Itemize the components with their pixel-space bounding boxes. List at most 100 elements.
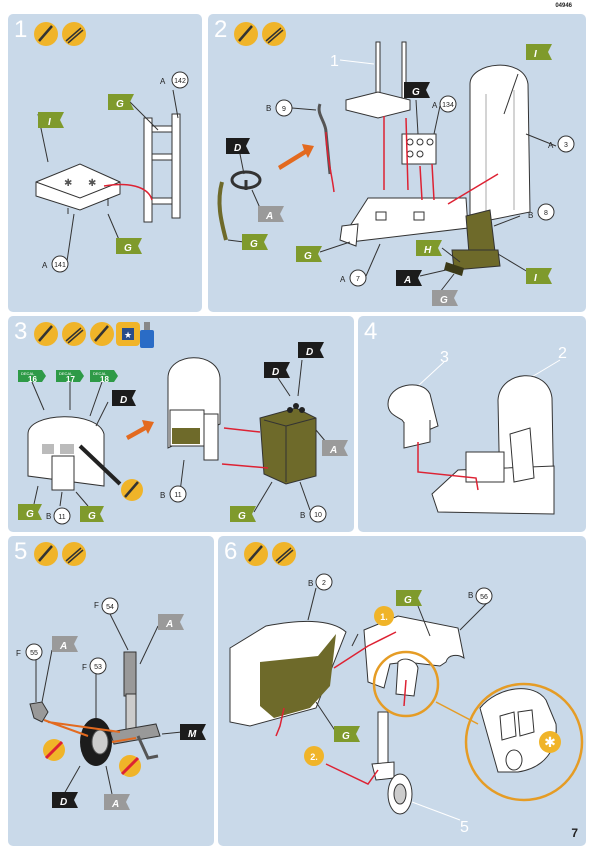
assembly-arrow xyxy=(403,679,407,707)
tweezers-icon xyxy=(62,22,86,46)
svg-text:141: 141 xyxy=(54,262,66,269)
assembly-arrow xyxy=(221,427,269,469)
tweezers-icon xyxy=(62,542,86,566)
svg-text:B: B xyxy=(468,591,473,600)
paint-brush-icon xyxy=(90,322,114,346)
assembly-arrow xyxy=(43,719,137,743)
paint-flag-G: G xyxy=(75,491,104,522)
sequence-marker-2: 2. xyxy=(304,746,324,766)
step-5-number: 5 xyxy=(14,538,28,565)
step-3-number: 3 xyxy=(14,318,28,345)
svg-text:A: A xyxy=(548,141,554,150)
cockpit-assembly xyxy=(431,375,555,515)
svg-text:G: G xyxy=(412,87,420,98)
landing-gear-assembly xyxy=(371,711,413,815)
control-stick-part: B 9 xyxy=(266,99,332,175)
svg-text:D: D xyxy=(272,367,279,378)
svg-text:53: 53 xyxy=(94,664,102,671)
step-1-number: 1 xyxy=(14,16,28,43)
ejector-pin-icon: ✱ xyxy=(539,731,561,753)
paint-flag-G: G xyxy=(108,94,159,131)
paint-flag-A: G xyxy=(432,273,458,306)
svg-text:I: I xyxy=(534,273,537,284)
svg-text:134: 134 xyxy=(442,102,454,109)
landing-gear-strut xyxy=(109,651,161,760)
paint-flag-G: G xyxy=(296,241,351,262)
paint-flag-G: G xyxy=(18,485,42,520)
paint-flag-A: A xyxy=(104,765,130,810)
svg-text:2.: 2. xyxy=(310,752,318,762)
paint-flag-D: D xyxy=(226,138,250,175)
detail-circle-large xyxy=(464,682,584,802)
assembly-arrow xyxy=(333,631,397,669)
gear-door-part xyxy=(29,701,49,723)
svg-text:18: 18 xyxy=(100,375,109,384)
svg-text:142: 142 xyxy=(174,78,186,85)
paint-flag-G: I xyxy=(497,253,552,284)
instrument-box-part xyxy=(259,403,317,485)
svg-text:G: G xyxy=(238,511,246,522)
orange-arrow-icon xyxy=(278,144,314,170)
assembly-arrow xyxy=(103,183,153,201)
svg-text:B: B xyxy=(308,579,313,588)
svg-text:17: 17 xyxy=(66,375,75,384)
svg-text:1.: 1. xyxy=(380,612,388,622)
svg-text:F: F xyxy=(94,601,99,610)
part-callout-B11: B 11 xyxy=(160,459,187,503)
svg-text:A: A xyxy=(160,77,166,86)
svg-text:B: B xyxy=(300,511,305,520)
svg-text:B: B xyxy=(528,211,533,220)
pilot-seat-part xyxy=(444,209,501,276)
paint-brush-icon xyxy=(244,542,268,566)
subassembly-label-2: 2 xyxy=(558,345,567,362)
tweezers-icon xyxy=(62,322,86,346)
svg-text:✱: ✱ xyxy=(88,178,96,189)
svg-text:✱: ✱ xyxy=(544,734,556,750)
paint-flag-M: M xyxy=(161,724,206,740)
svg-text:56: 56 xyxy=(480,594,488,601)
subassembly-label-3: 3 xyxy=(440,349,449,366)
svg-text:7: 7 xyxy=(356,276,360,283)
fuselage-half-part xyxy=(229,620,359,727)
svg-text:54: 54 xyxy=(106,604,114,611)
part-callout-B56: B 56 xyxy=(459,587,493,631)
detail-circle-small xyxy=(372,650,440,718)
tweezers-icon xyxy=(262,22,286,46)
paint-flag-D: G xyxy=(404,82,430,135)
paint-flag-D: D xyxy=(95,390,136,427)
svg-text:B: B xyxy=(46,512,51,521)
no-glue-icon xyxy=(119,755,141,777)
glue-bottle-icon xyxy=(140,322,154,348)
svg-text:I: I xyxy=(48,117,51,128)
svg-text:B: B xyxy=(160,491,165,500)
svg-text:A: A xyxy=(432,101,438,110)
svg-text:11: 11 xyxy=(174,492,181,499)
decal-icon: ★ xyxy=(116,322,140,346)
paint-brush-icon xyxy=(34,22,58,46)
svg-text:55: 55 xyxy=(30,650,38,657)
svg-text:A: A xyxy=(340,275,346,284)
subassembly-label-5: 5 xyxy=(460,819,469,836)
svg-text:G: G xyxy=(440,295,448,306)
paint-brush-icon xyxy=(34,322,58,346)
svg-text:A: A xyxy=(59,641,67,652)
svg-text:H: H xyxy=(424,245,432,256)
assembly-arrow xyxy=(417,442,479,491)
paint-flag-D: D xyxy=(52,765,81,808)
step-4-panel: 4 3 2 xyxy=(358,316,586,532)
instrument-panel-assembly xyxy=(27,416,122,491)
step-4-number: 4 xyxy=(364,318,378,345)
bulkhead-part xyxy=(469,64,531,225)
